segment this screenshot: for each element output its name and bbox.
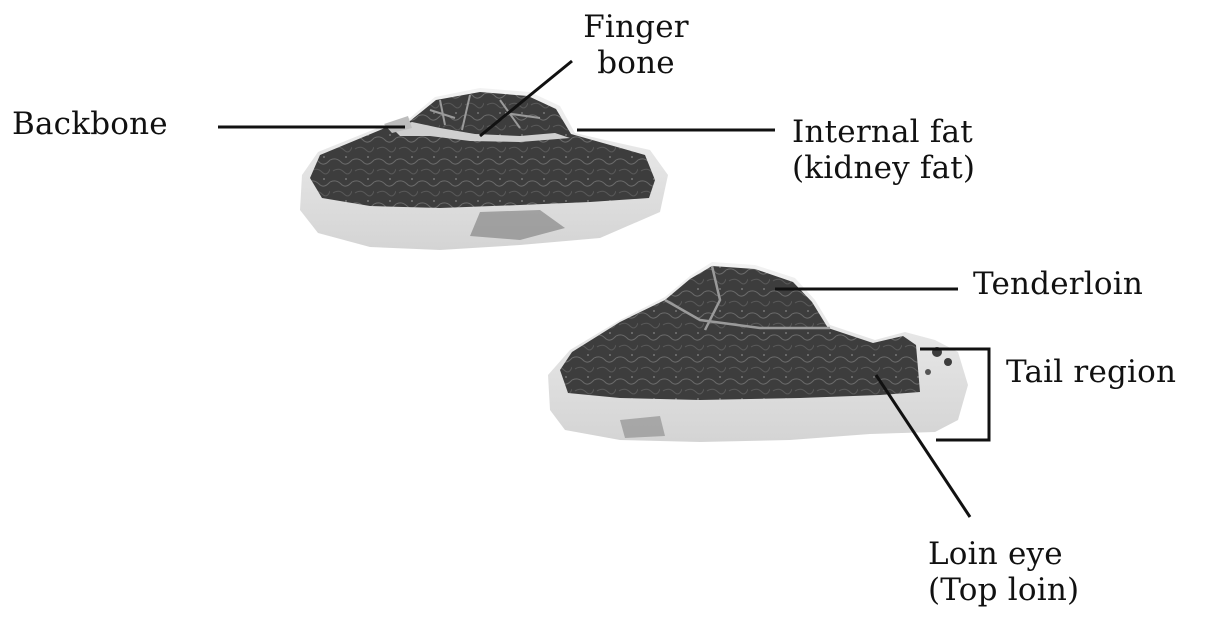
backbone-label: Backbone bbox=[12, 106, 168, 142]
tail-spot bbox=[944, 358, 952, 366]
internal-fat-label-line2: (kidney fat) bbox=[792, 150, 975, 186]
finger-bone-label-line2: bone bbox=[575, 45, 697, 81]
loin-eye-label-line1: Loin eye bbox=[928, 536, 1079, 572]
lower-chop-lean bbox=[560, 266, 920, 400]
tenderloin-label: Tenderloin bbox=[973, 266, 1143, 302]
finger-bone-label: Finger bone bbox=[575, 9, 697, 81]
tail-region-label: Tail region bbox=[1006, 354, 1176, 390]
upper-loin-chop bbox=[300, 88, 668, 250]
tail-spot bbox=[925, 369, 931, 375]
upper-chop-lean bbox=[310, 92, 655, 208]
loin-eye-label-line2: (Top loin) bbox=[928, 572, 1079, 608]
internal-fat-label-line1: Internal fat bbox=[792, 114, 975, 150]
finger-bone-label-line1: Finger bbox=[575, 9, 697, 45]
loin-eye-label: Loin eye (Top loin) bbox=[928, 536, 1079, 608]
internal-fat-label: Internal fat (kidney fat) bbox=[792, 114, 975, 186]
